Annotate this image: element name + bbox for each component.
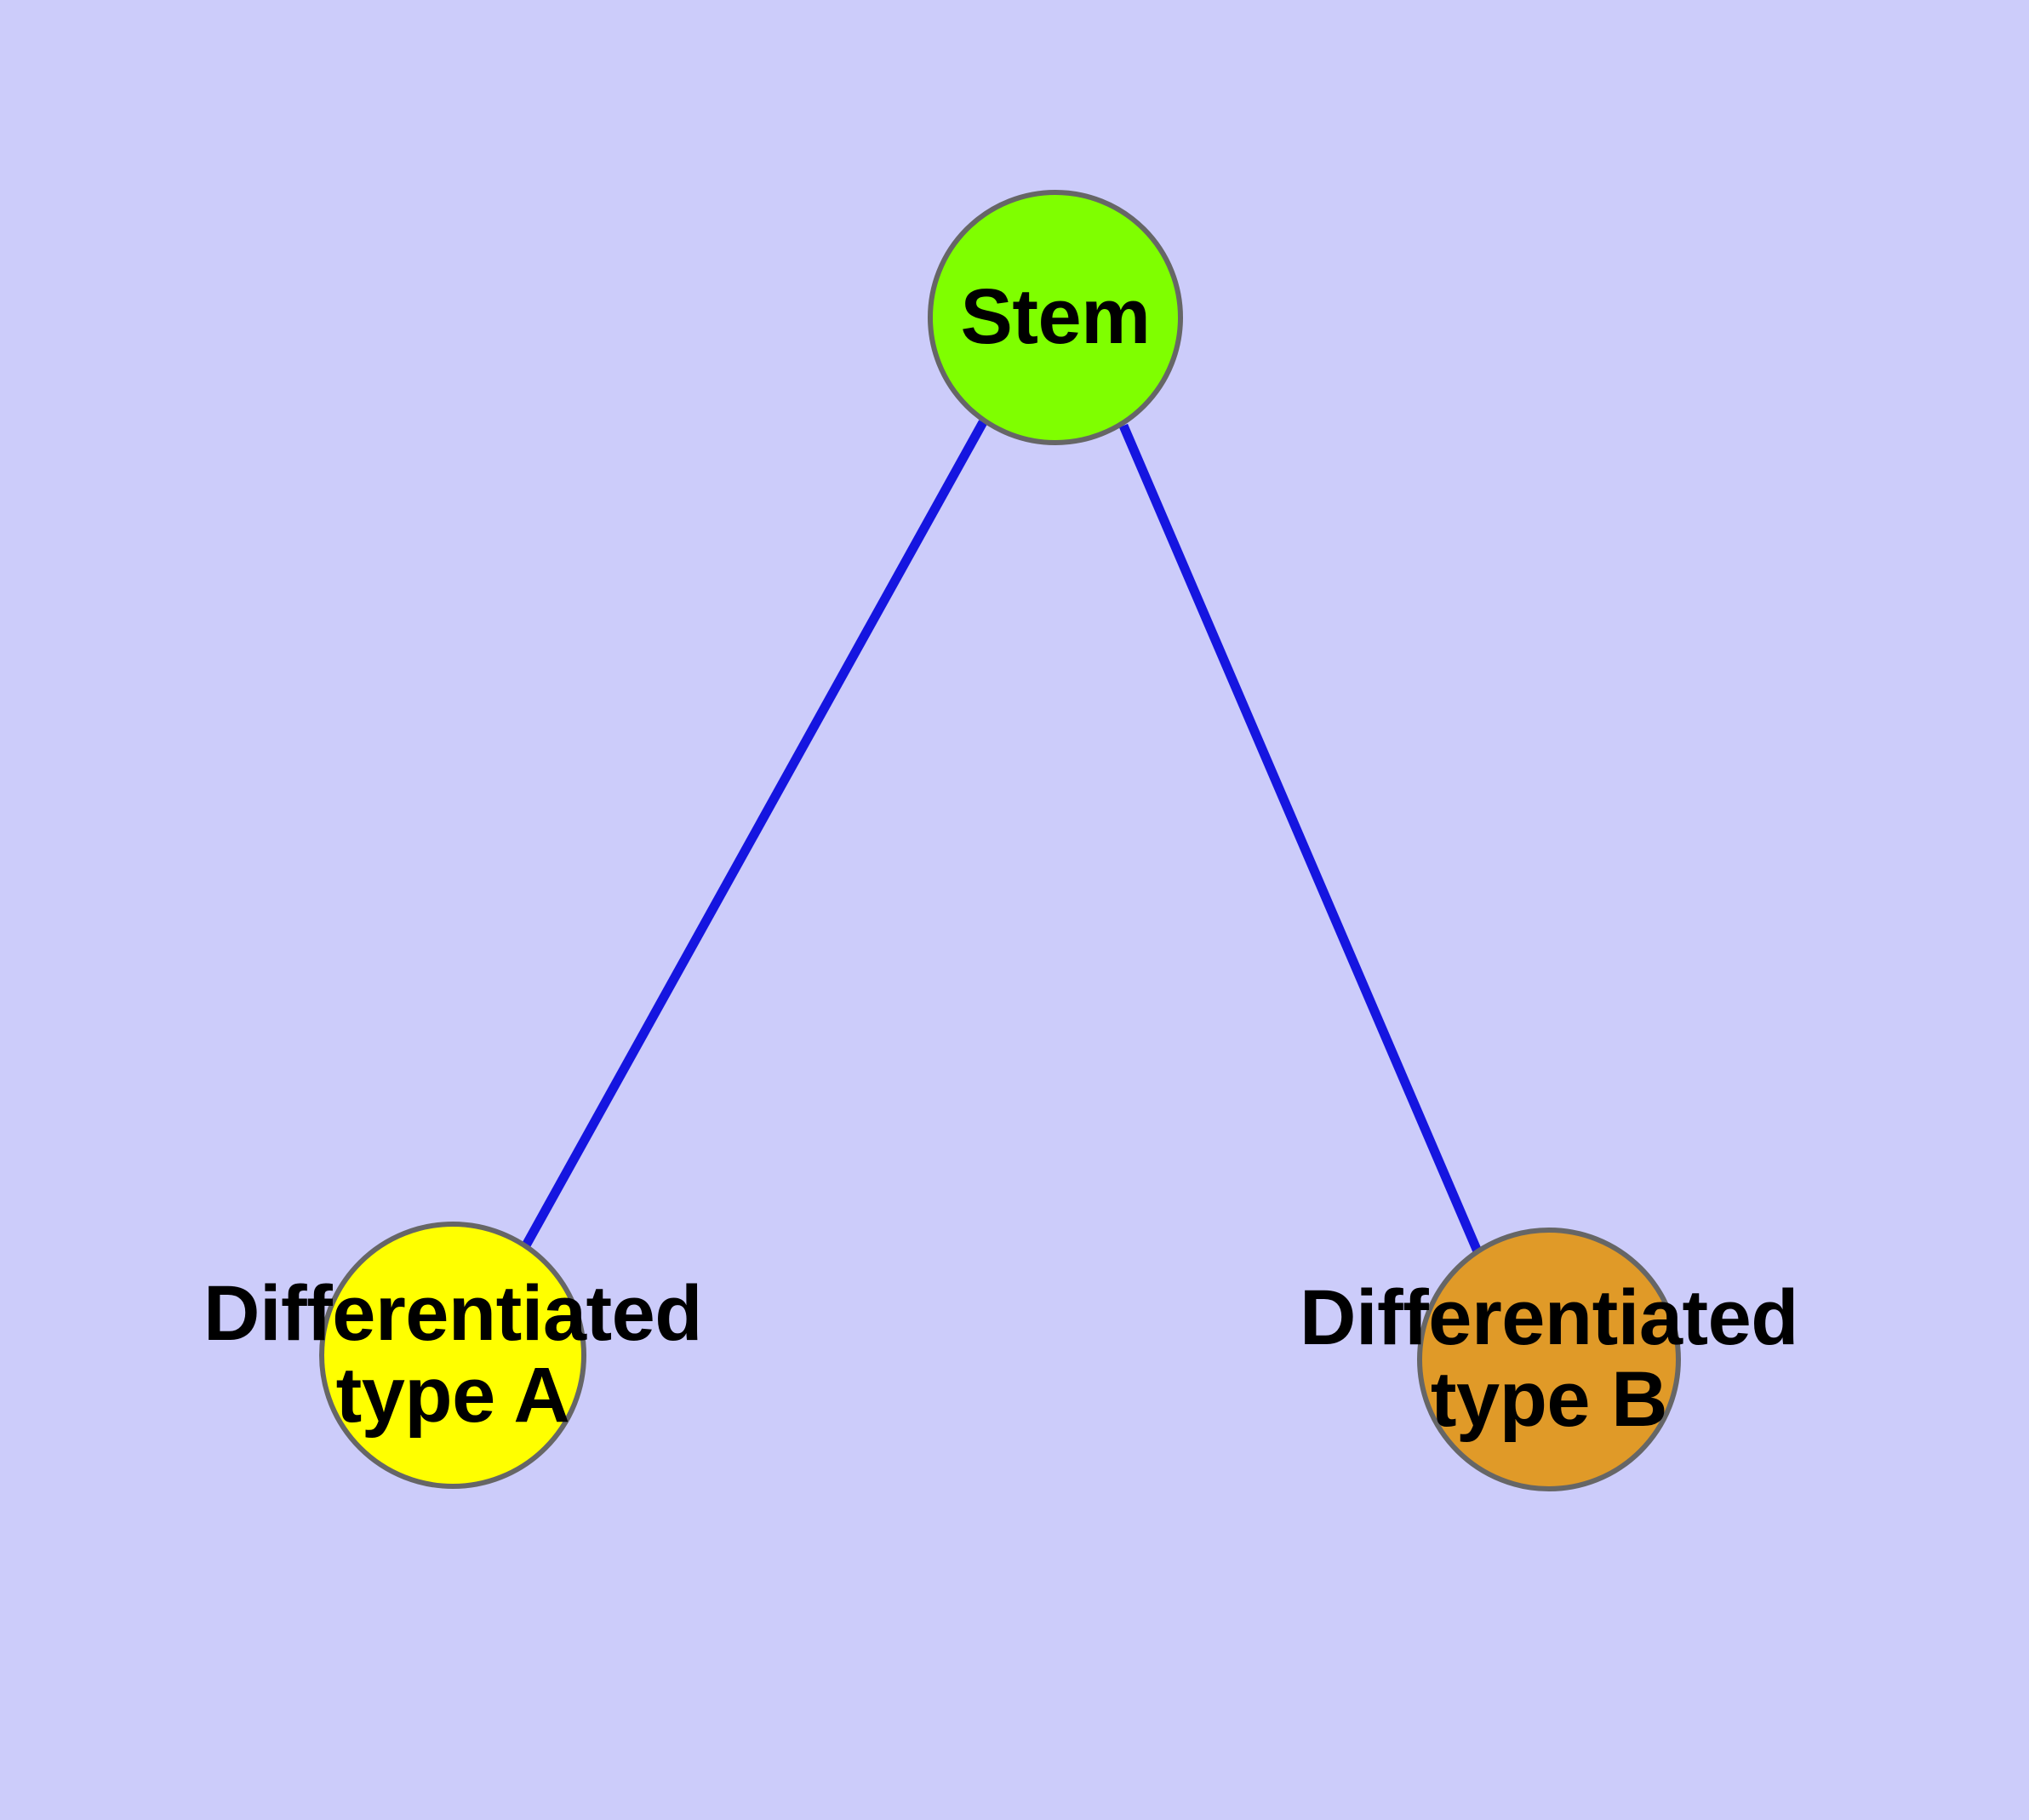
edge-stem-to-differentiated-type-a	[522, 420, 987, 1248]
node-differentiated-type-b[interactable]	[1417, 1228, 1681, 1491]
edge-stem-to-differentiated-type-b	[1118, 423, 1483, 1254]
node-differentiated-type-a[interactable]	[319, 1222, 586, 1489]
node-stem[interactable]	[928, 190, 1183, 445]
